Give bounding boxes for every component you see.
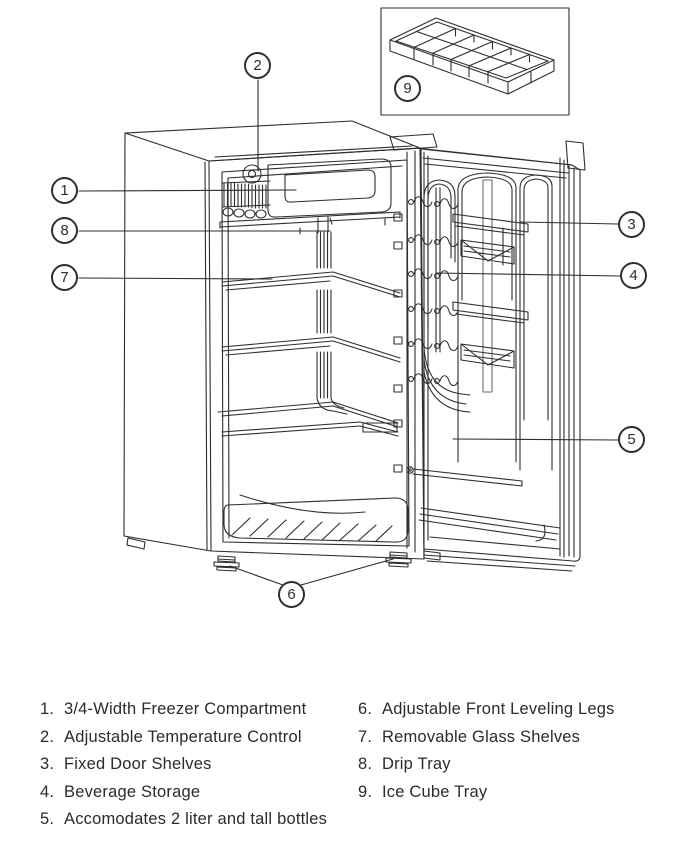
freezer-door (267, 158, 392, 218)
legend-item-number: 8. (358, 755, 373, 774)
cabinet-side-panel (123, 132, 212, 552)
refrigerator-line-art (78, 7, 621, 586)
legend-item-3: 3. Fixed Door Shelves (40, 751, 350, 779)
legend-item-label: Drip Tray (382, 755, 451, 774)
callout-3-fixed-door-shelves: 3 (618, 211, 645, 238)
callout-2-temperature-control: 2 (244, 52, 271, 79)
legend-item-label: Adjustable Temperature Control (64, 727, 302, 746)
legend-item-number: 1. (40, 700, 55, 719)
legend-item-label: Accomodates 2 liter and tall bottles (64, 810, 328, 829)
callout-6-leveling-legs: 6 (278, 581, 305, 608)
legend-item-4: 4. Beverage Storage (40, 779, 350, 807)
glass-shelves (217, 271, 401, 428)
leader-4 (435, 272, 621, 277)
leader-5 (452, 438, 619, 441)
legend-item-number: 5. (40, 810, 55, 829)
callout-7-glass-shelves: 7 (51, 264, 78, 291)
ice-tray-inset-frame (380, 7, 570, 116)
leader-7 (78, 277, 273, 280)
leader-6 (229, 558, 394, 586)
drip-tray-drawing (219, 211, 401, 235)
ice-cube-tray-drawing (389, 17, 555, 95)
top-hinge-block (389, 133, 438, 151)
crisper-slats (231, 517, 393, 542)
callout-8-drip-tray: 8 (51, 217, 78, 244)
legend-item-1: 1. 3/4-Width Freezer Compartment (40, 696, 350, 724)
legend-item-label: Removable Glass Shelves (382, 727, 581, 746)
legend-item-number: 2. (40, 727, 55, 746)
crisper-floor (223, 494, 409, 543)
callout-5-tall-bottle-space: 5 (618, 426, 645, 453)
legend-item-label: Beverage Storage (64, 782, 201, 801)
leader-1 (78, 189, 297, 192)
cabinet-front-frame (208, 147, 425, 560)
legend-item-number: 6. (358, 700, 373, 719)
legend-item-2: 2. Adjustable Temperature Control (40, 724, 350, 752)
freezer-compartment-drawing (221, 158, 392, 225)
legend-item-number: 3. (40, 755, 55, 774)
legend-item-label: 3/4-Width Freezer Compartment (64, 700, 307, 719)
legend-item-5: 5. Accomodates 2 liter and tall bottles (40, 806, 350, 834)
open-door-drawing (416, 140, 586, 572)
evaporator-coils (223, 182, 267, 209)
leader-lines (78, 79, 621, 586)
legend-item-number: 9. (358, 782, 373, 801)
cabinet-top (124, 120, 438, 162)
door-liner-arches (423, 172, 553, 542)
leveling-legs (213, 550, 441, 572)
callout-9-ice-cube-tray: 9 (394, 75, 421, 102)
leader-3 (520, 221, 619, 225)
temperature-control-knob (242, 164, 262, 184)
legend-item-7: 7. Removable Glass Shelves (358, 724, 678, 752)
legend-item-9: 9. Ice Cube Tray (358, 779, 678, 807)
legend-column-left: 1. 3/4-Width Freezer Compartment 2. Adju… (40, 696, 350, 834)
legend-item-number: 7. (358, 727, 373, 746)
callout-1-freezer-compartment: 1 (51, 177, 78, 204)
legend-item-label: Fixed Door Shelves (64, 755, 212, 774)
legend-column-right: 6. Adjustable Front Leveling Legs 7. Rem… (358, 696, 678, 806)
callout-4-beverage-storage: 4 (620, 262, 647, 289)
legend-item-label: Adjustable Front Leveling Legs (382, 700, 615, 719)
legend-item-number: 4. (40, 782, 55, 801)
bottle-rail (406, 466, 561, 541)
bottom-shelf (221, 421, 399, 437)
door-shelves (452, 213, 529, 369)
interior-right-corner (316, 231, 348, 415)
door-hinge-cap (565, 140, 586, 171)
legend-item-6: 6. Adjustable Front Leveling Legs (358, 696, 678, 724)
legend-item-8: 8. Drip Tray (358, 751, 678, 779)
beverage-storage-hooks (408, 196, 459, 387)
legend-item-label: Ice Cube Tray (382, 782, 488, 801)
